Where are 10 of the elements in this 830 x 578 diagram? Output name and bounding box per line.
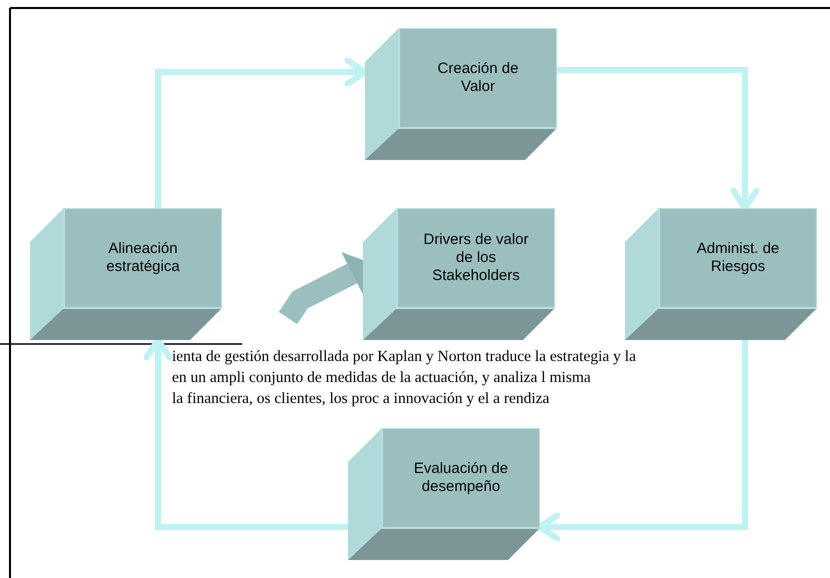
box-label: Creación de Valor: [436, 60, 520, 96]
box-label: Alineación estratégica: [105, 240, 181, 276]
paragraph-text: ienta de gestión desarrollada por Kaplan y Norton traduce la estrategia y la: [172, 348, 636, 366]
box-label: Evaluación de desempeño: [412, 460, 510, 496]
box-label: Administ. de Riesgos: [696, 240, 780, 276]
arrow: [537, 340, 748, 542]
paragraph-text: la financiera, os clientes, los proc a innovación y el a rendiza: [172, 390, 550, 408]
paragraph-text: en un ampli conjunto de medidas de la actuación, y analiza l misma: [172, 369, 591, 387]
arrow: [155, 57, 368, 208]
box-label: Drivers de valor de los Stakeholders: [422, 231, 530, 285]
